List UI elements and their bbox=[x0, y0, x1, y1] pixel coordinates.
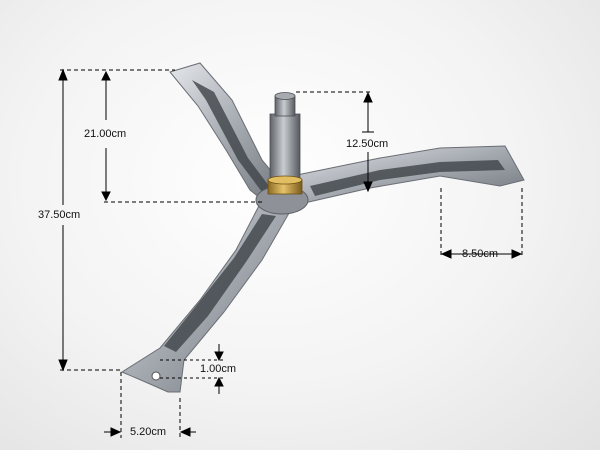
mounting-hole bbox=[151, 371, 161, 381]
spider-arm-right-groove bbox=[310, 160, 505, 196]
dim-total-height-arrow-bottom bbox=[58, 359, 68, 372]
dim-shaft-arrow-top bbox=[363, 91, 373, 103]
dim-arm-tip-width-label: 8.50cm bbox=[462, 248, 499, 260]
dim-tip-arrow-right bbox=[179, 427, 191, 437]
brass-bushing-top bbox=[267, 175, 303, 185]
dim-arm-height-arrow-top bbox=[101, 70, 111, 81]
dim-total-height-label: 37.50cm bbox=[38, 209, 81, 221]
spider-arm-bottom-groove bbox=[164, 214, 276, 352]
dim-arm-tip-arrow-left bbox=[440, 249, 452, 259]
dim-arm-tip-arrow-right bbox=[511, 249, 523, 259]
dim-shaft-height-label: 12.50cm bbox=[346, 138, 389, 150]
drum-spider bbox=[120, 62, 525, 393]
dim-hole-arrow-bottom bbox=[214, 376, 224, 387]
dim-tip-width-label: 5.20cm bbox=[130, 426, 167, 438]
spider-shaft bbox=[267, 92, 303, 195]
dim-arm-height-label: 21.00cm bbox=[84, 128, 127, 140]
dim-tip-arrow-left bbox=[110, 427, 122, 437]
shaft-body bbox=[269, 113, 301, 181]
dimension-lines bbox=[58, 68, 523, 438]
dim-total-height-arrow-top bbox=[58, 68, 68, 81]
dim-hole-arrow-top bbox=[214, 351, 224, 362]
spider-arm-top-groove bbox=[192, 80, 272, 192]
dim-arm-height-arrow-bottom bbox=[101, 191, 111, 202]
dim-hole-offset-label: 1.00cm bbox=[200, 363, 237, 375]
shaft-tip bbox=[274, 92, 296, 100]
dim-shaft-arrow-bottom bbox=[363, 181, 373, 193]
